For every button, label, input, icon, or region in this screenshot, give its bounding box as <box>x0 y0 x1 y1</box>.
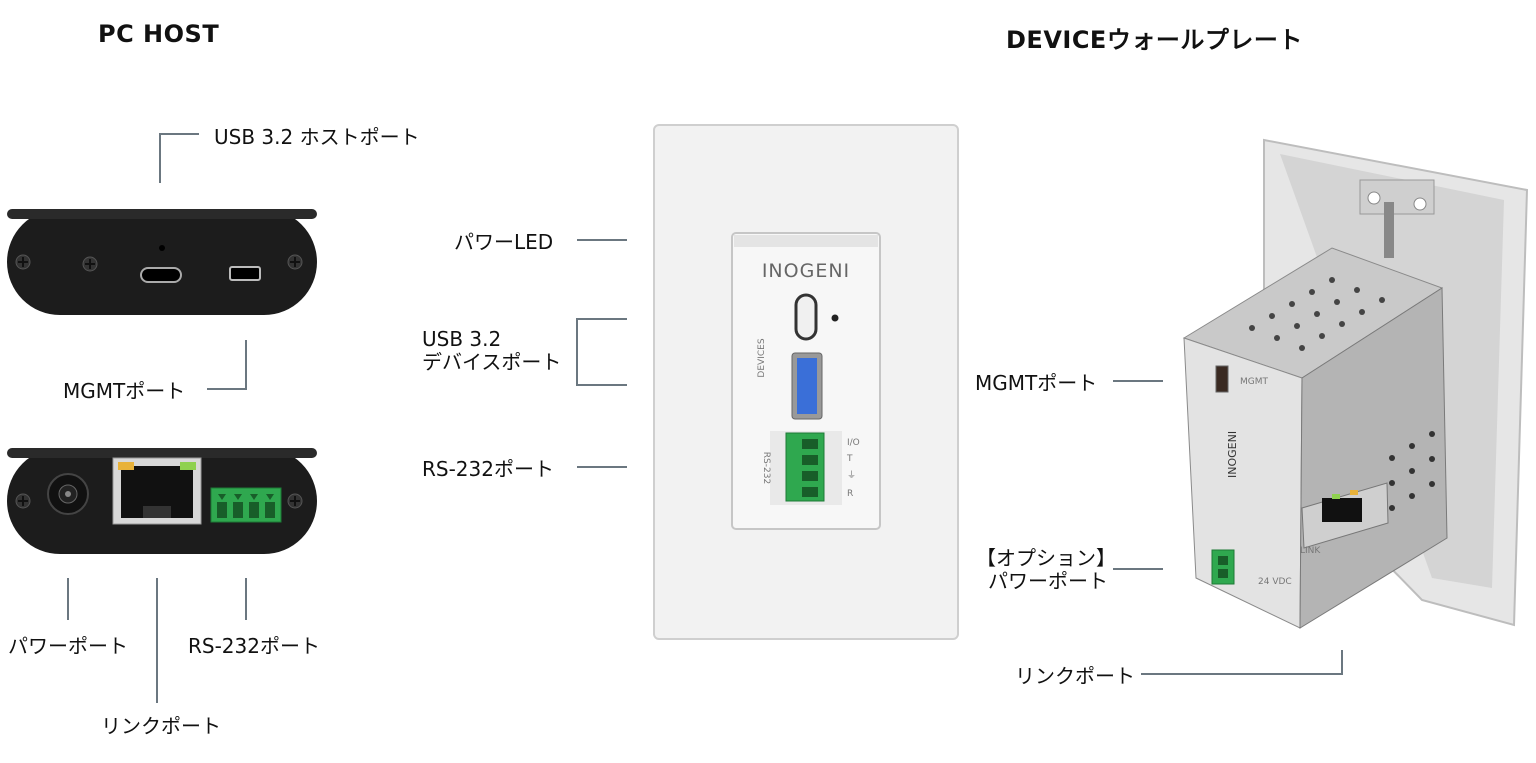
pin-label-io: I/O <box>847 438 860 448</box>
host-mgmt-port-label: MGMTポート <box>63 379 186 403</box>
rear-vdc-text: 24 VDC <box>1258 577 1292 587</box>
usb-c-port-icon <box>140 267 182 283</box>
pin-label-r: R <box>847 489 853 499</box>
rear-brand: INOGENI <box>1226 431 1239 478</box>
leader-line <box>245 578 247 620</box>
screw-icon <box>287 254 303 270</box>
power-led-icon <box>831 314 839 322</box>
usb-device-port-label-line1: USB 3.2 <box>422 327 502 351</box>
pin-label-t: T <box>846 454 853 464</box>
leader-line <box>156 578 158 703</box>
pin-label-ground: ⏚ <box>847 470 856 481</box>
optional-power-label-line1: 【オプション】 <box>976 546 1116 570</box>
leader-line <box>576 318 627 320</box>
usb-host-port-label: USB 3.2 ホストポート <box>214 125 420 149</box>
power-jack-icon <box>47 473 89 515</box>
leader-line <box>245 340 247 390</box>
leader-line <box>577 466 627 468</box>
host-rs232-port-label: RS-232ポート <box>188 634 320 658</box>
rj45-port-icon <box>1301 482 1389 549</box>
screw-icon <box>15 254 31 270</box>
device-wallplate-title: DEVICEウォールプレート <box>1006 26 1303 54</box>
leader-line <box>576 384 627 386</box>
mini-usb-port-icon <box>1215 365 1229 393</box>
pc-host-title: PC HOST <box>98 20 220 48</box>
usb-device-port-label-line2: デバイスポート <box>422 350 562 374</box>
screw-icon <box>15 493 31 509</box>
rj45-port-icon <box>112 457 202 525</box>
leader-line <box>1341 650 1343 675</box>
leader-line <box>67 578 69 620</box>
terminal-block-icon <box>1211 549 1235 585</box>
pc-host-rear-panel <box>7 448 317 554</box>
leader-line <box>207 388 247 390</box>
wallplate-brand: INOGENI <box>762 260 850 282</box>
rear-mgmt-text: MGMT <box>1240 377 1269 387</box>
leader-line <box>159 133 199 135</box>
leader-line <box>576 318 578 386</box>
wallplate-front: INOGENI DEVICES RS-232 I/O T ⏚ R <box>653 124 959 640</box>
optional-power-label-line2: パワーポート <box>988 569 1108 593</box>
rear-link-port-label: リンクポート <box>1015 664 1135 688</box>
terminal-block-icon <box>785 432 825 502</box>
front-rs232-port-label: RS-232ポート <box>422 457 554 481</box>
leader-line <box>159 133 161 183</box>
screw-icon <box>82 256 98 272</box>
usb-a-port-icon <box>791 352 823 420</box>
screw-icon <box>287 493 303 509</box>
leader-line <box>1113 568 1163 570</box>
power-led-label: パワーLED <box>454 230 554 254</box>
pinhole-icon <box>159 245 165 251</box>
usb-c-port-icon <box>794 293 818 341</box>
rear-mgmt-port-label: MGMTポート <box>975 371 1098 395</box>
pc-host-front-panel <box>7 209 317 315</box>
leader-line <box>1141 673 1343 675</box>
devices-text: DEVICES <box>757 338 767 377</box>
rear-link-text: LINK <box>1300 546 1321 556</box>
terminal-block-icon <box>210 487 282 523</box>
leader-line <box>577 239 627 241</box>
mini-usb-port-icon <box>229 266 261 281</box>
wallplate-rear: MGMT INOGENI LINK 24 VDC <box>1182 138 1529 629</box>
host-power-port-label: パワーポート <box>8 634 128 658</box>
leader-line <box>1113 380 1163 382</box>
host-link-port-label: リンクポート <box>101 714 221 738</box>
rs232-text: RS-232 <box>761 452 771 484</box>
